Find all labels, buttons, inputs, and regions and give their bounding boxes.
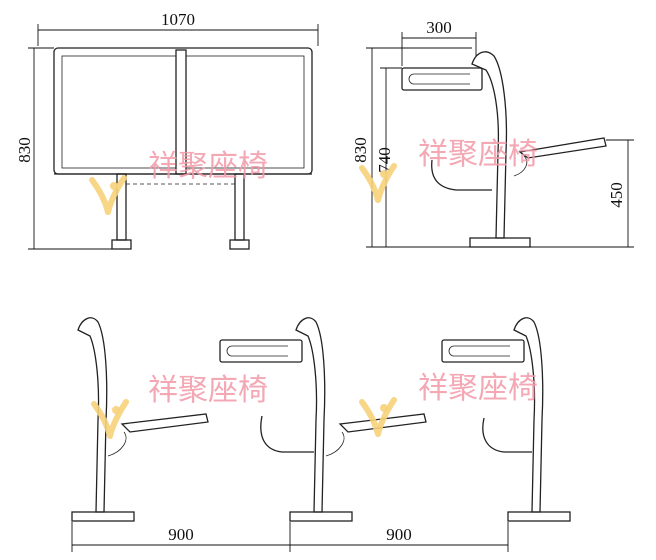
chair3-tablet <box>441 339 525 363</box>
dim-text-740: 740 <box>375 147 394 173</box>
dim-text-1070: 1070 <box>161 10 195 29</box>
watermark-3: 祥聚座椅 <box>91 373 268 439</box>
chair3-backrest <box>513 317 544 513</box>
dim-text-300: 300 <box>426 18 452 37</box>
chair2-tablet-slot <box>226 345 288 357</box>
chair2-seat <box>338 413 427 433</box>
chair2-support-arm <box>260 415 314 453</box>
chair2-bracket <box>325 431 345 457</box>
chair1-bracket <box>107 431 127 457</box>
dim-text-900-2: 900 <box>386 525 412 544</box>
chair3-tablet-slot <box>448 345 510 357</box>
watermark-logo-icon <box>359 163 397 203</box>
watermark-logo-dot <box>380 404 388 412</box>
watermark-logo-icon <box>89 175 127 215</box>
desk-panel-right <box>185 55 305 169</box>
chair2-tablet <box>219 339 303 363</box>
row-chair-2 <box>219 317 427 522</box>
side-seat <box>518 137 607 159</box>
dim-text-830-side: 830 <box>351 137 370 163</box>
chair1-backrest <box>77 317 108 513</box>
side-seat-bracket <box>513 155 528 177</box>
watermark-text: 祥聚座椅 <box>148 373 268 408</box>
row-chair-3 <box>441 317 571 522</box>
desk-right-foot <box>229 239 250 250</box>
dim-text-830-front: 830 <box>15 137 34 163</box>
desk-left-foot <box>111 239 132 250</box>
side-backrest <box>471 51 508 239</box>
side-base <box>469 237 531 248</box>
chair2-base <box>289 511 353 522</box>
watermark-text: 祥聚座椅 <box>418 371 538 406</box>
side-support-arm <box>431 159 492 191</box>
side-view-dimensions: 300 830 740 450 <box>351 18 634 248</box>
watermark-text: 祥聚座椅 <box>148 149 268 184</box>
watermark-logo-icon <box>359 397 397 437</box>
watermark-text: 祥聚座椅 <box>418 137 538 172</box>
watermark-logo-dot <box>112 406 120 414</box>
watermark-logo-dot <box>380 170 388 178</box>
row-chair-1 <box>71 317 209 522</box>
chair3-base <box>507 511 571 522</box>
watermark-logo-dot <box>110 182 118 190</box>
chair3-support-arm <box>482 417 532 453</box>
front-view-desk <box>53 47 313 250</box>
row-dimensions: 900 900 <box>71 522 509 552</box>
front-view-dimensions: 1070 830 <box>15 10 319 250</box>
watermark-1: 祥聚座椅 <box>89 149 268 215</box>
watermark-4: 祥聚座椅 <box>359 371 538 437</box>
watermark-logo-icon <box>91 399 129 439</box>
watermark-2: 祥聚座椅 <box>359 137 538 203</box>
side-tablet <box>401 67 483 91</box>
chair1-base <box>71 511 135 522</box>
dim-text-900-1: 900 <box>168 525 194 544</box>
side-tablet-slot <box>408 73 470 85</box>
chair1-seat <box>120 413 209 433</box>
chair2-backrest <box>295 317 326 513</box>
side-view-chair-desk <box>401 51 607 248</box>
dim-text-450: 450 <box>607 182 626 208</box>
